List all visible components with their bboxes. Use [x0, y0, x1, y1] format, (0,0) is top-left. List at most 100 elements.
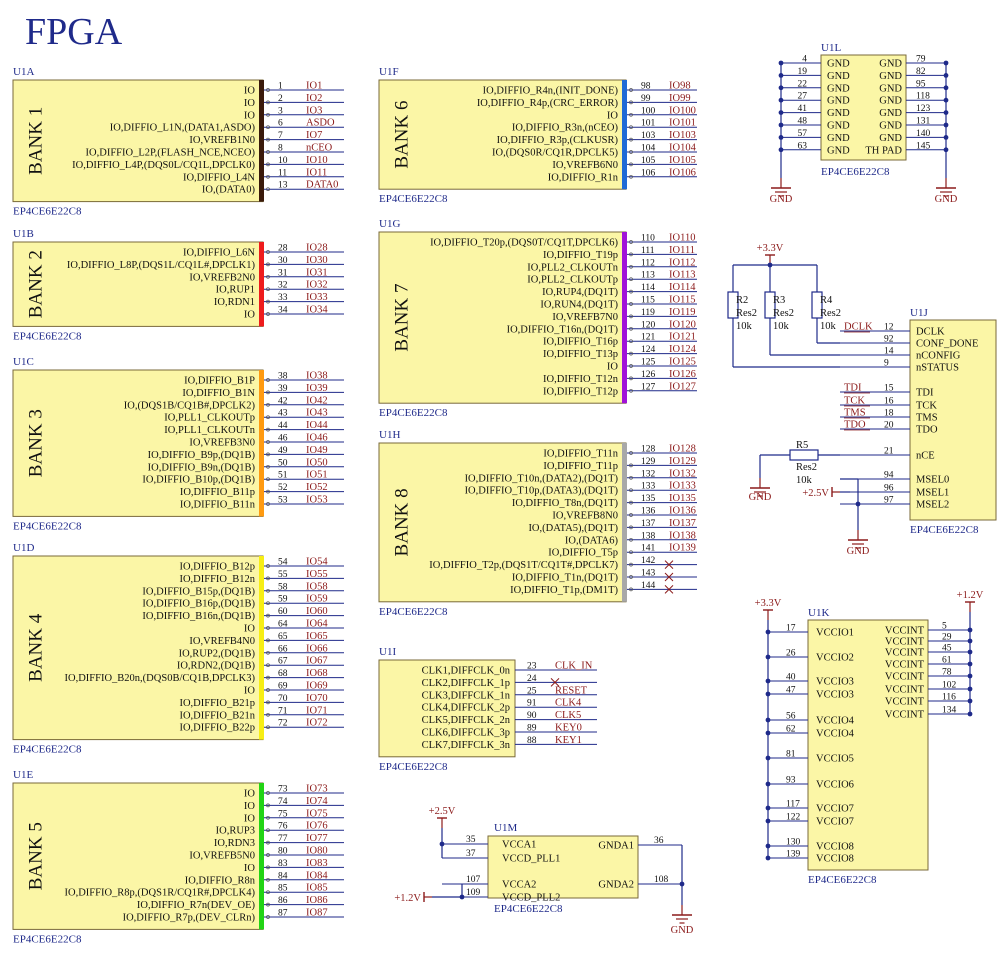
- pin-label: GNDA2: [598, 880, 634, 891]
- net-label: TDO: [844, 420, 866, 431]
- pin-number: 4: [802, 55, 807, 65]
- pin-marker: [629, 388, 633, 393]
- gnd-symbol: [936, 178, 956, 197]
- pin-marker: [629, 264, 633, 269]
- pin-number: 51: [278, 471, 288, 481]
- pin-number: 67: [278, 657, 288, 667]
- pin-label: GND: [827, 108, 850, 119]
- pin-number: 120: [641, 320, 656, 330]
- pin-label: IO,PLL2_CLKOUTp: [527, 275, 618, 286]
- net-label: IO139: [669, 543, 696, 554]
- pin-number: 7: [278, 131, 283, 141]
- bank-color-strip: [259, 80, 264, 202]
- pin-label: GND: [879, 108, 902, 119]
- pin-label: VCCIO8: [816, 854, 854, 865]
- bank-color-strip: [259, 242, 264, 327]
- pin-label: VCCIO1: [816, 628, 854, 639]
- pin-label: VCCIO2: [816, 653, 854, 664]
- pin-label: IO,DIFFIO_B20n,(DQS0B/CQ1B,DPCLK3): [65, 673, 256, 684]
- pin-label: IO: [244, 801, 255, 812]
- pin-marker: [266, 477, 270, 482]
- pin-label: IO,DIFFIO_T10p,(DATA3),(DQ1T): [465, 486, 619, 497]
- bank-body: [12, 79, 264, 203]
- pin-number: 126: [641, 370, 656, 380]
- pin-number: 90: [527, 711, 537, 721]
- pin-number: 45: [942, 644, 952, 654]
- pin-label: IO: [244, 813, 255, 824]
- pin-number: 19: [798, 67, 808, 77]
- pin-number: 39: [278, 384, 288, 394]
- pin-number: 113: [641, 271, 655, 281]
- pin-number: 64: [278, 620, 288, 630]
- pin-marker: [266, 187, 270, 192]
- net-label: IO2: [306, 93, 322, 104]
- pin-label: MSEL0: [916, 475, 949, 486]
- rail-plus-3v3: +3.3V: [757, 243, 784, 254]
- pin-number: 29: [942, 633, 952, 643]
- pin-label: GND: [827, 133, 850, 144]
- pin-marker: [629, 339, 633, 344]
- net-label: IO69: [306, 681, 328, 692]
- net-label: nCEO: [306, 143, 333, 154]
- pin-number: 63: [798, 141, 808, 151]
- pin-number: 76: [278, 822, 288, 832]
- pin-label: IO,RUP4,(DQ1T): [542, 287, 618, 298]
- component-ref: U1C: [13, 356, 34, 368]
- pin-label: VCCIO3: [816, 677, 854, 688]
- net-label: IO84: [306, 870, 328, 881]
- pin-number: 144: [641, 581, 656, 591]
- net-label: RESET: [555, 685, 588, 696]
- pin-label: IO,DIFFIO_R3n,(nCEO): [512, 123, 619, 134]
- net-label: IO64: [306, 619, 328, 630]
- pin-label: VCCIO7: [816, 804, 854, 815]
- pin-number: 87: [278, 909, 288, 919]
- pin-label: IO,DIFFIO_L4N: [183, 172, 255, 183]
- pin-marker: [266, 287, 270, 292]
- net-label: CLK4: [555, 698, 582, 709]
- pin-marker: [266, 415, 270, 420]
- pin-marker: [629, 150, 633, 154]
- pin-number: 96: [884, 484, 894, 494]
- pin-marker: [266, 613, 270, 618]
- pin-number: 133: [641, 482, 656, 492]
- pin-number: 97: [884, 496, 894, 506]
- pin-marker: [266, 174, 270, 179]
- component-part: EP4CE6E22C8: [910, 524, 979, 536]
- pin-number: 70: [278, 694, 288, 704]
- pin-marker: [266, 427, 270, 432]
- bank-label: BANK 6: [391, 101, 412, 169]
- pin-label: IO,RUP2,(DQ1B): [179, 648, 256, 659]
- pin-number: 56: [786, 712, 796, 722]
- pin-label: IO,PLL2_CLKOUTn: [527, 262, 618, 273]
- config-block-body: [909, 319, 997, 521]
- net-label: IO51: [306, 470, 328, 481]
- pin-label: VCCIO4: [816, 729, 855, 740]
- pin-label: IO,(DATA5),(DQ1T): [528, 523, 618, 534]
- component-part: EP4CE6E22C8: [379, 761, 448, 773]
- net-label: IO85: [306, 883, 328, 894]
- pin-number: 78: [942, 668, 952, 678]
- pin-marker: [629, 88, 633, 92]
- pin-number: 92: [884, 335, 894, 345]
- pin-label: CLK2,DIFFCLK_1p: [422, 678, 510, 689]
- bank-body: [378, 79, 627, 190]
- net-label: IO104: [669, 143, 697, 154]
- pin-number: 81: [786, 750, 796, 760]
- pin-number: 116: [942, 693, 956, 703]
- pin-label: IO,DIFFIO_R4p,(CRC_ERROR): [477, 98, 619, 109]
- pin-label: IO,VREFB4N0: [189, 636, 255, 647]
- pin-number: 135: [641, 494, 656, 504]
- pin-label: IO,DIFFIO_T10n,(DATA2),(DQ1T): [465, 473, 619, 484]
- net-label: IO113: [669, 270, 695, 281]
- net-label: KEY0: [555, 723, 582, 734]
- pin-number: 72: [278, 719, 288, 729]
- pin-number: 93: [786, 776, 796, 786]
- pin-number: 119: [641, 308, 655, 318]
- pin-number: 27: [798, 92, 808, 102]
- pin-label: IO,DIFFIO_T12n: [543, 374, 619, 385]
- pin-marker: [266, 712, 270, 717]
- net-label: IO31: [306, 267, 328, 278]
- pin-label: TDI: [916, 388, 934, 399]
- net-label: IO101: [669, 118, 696, 129]
- pin-marker: [266, 440, 270, 444]
